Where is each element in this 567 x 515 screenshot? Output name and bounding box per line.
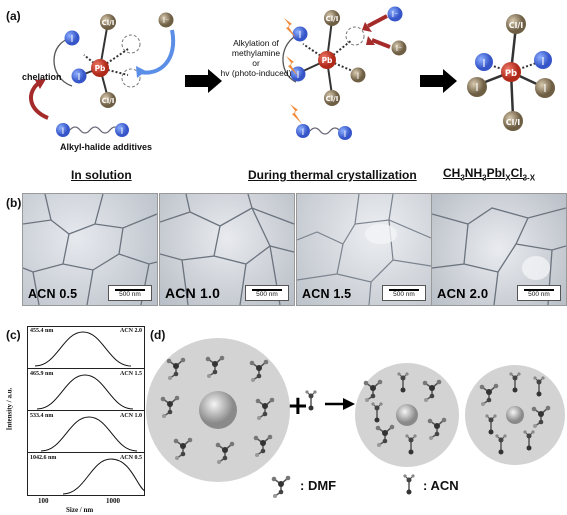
spectrum-row: 1042.6 nm ACN 0.5 (27, 452, 145, 495)
alkylation-line-4: hv (photo-induced) (220, 68, 292, 78)
arrow-right-icon (343, 398, 355, 410)
svg-text:Pb: Pb (322, 56, 333, 65)
grain-boundaries (297, 194, 431, 305)
svg-text:I: I (543, 82, 546, 95)
complex-3: Cl/I I I Pb I I Cl/I (467, 14, 555, 131)
peak-size: 533.4 nm (30, 413, 54, 419)
distribution-curve (40, 416, 138, 452)
acn-ratio: ACN 1.5 (120, 371, 142, 377)
alkylation-line-1: Alkylation of (233, 38, 279, 48)
svg-text:I: I (357, 72, 360, 82)
spectrum-row: 455.4 nm ACN 2.0 (27, 326, 145, 368)
sem-label: ACN 0.5 (28, 287, 78, 301)
svg-text:I: I (62, 127, 65, 137)
sem-image-2: ACN 1.0 500 nm (159, 193, 295, 306)
sem-image-4: ACN 2.0 500 nm (431, 193, 567, 306)
alkylation-line-2: methylamine (231, 48, 281, 58)
sem-label: ACN 1.5 (302, 287, 352, 301)
sem-image-1: ACN 0.5 500 nm (22, 193, 158, 306)
precursor-particle (396, 404, 418, 426)
complex-2: I Cl/I Pb I I Cl/I I⁻ I⁻ I I (282, 6, 407, 140)
svg-text:I: I (344, 130, 347, 140)
dmf-molecule-icon (270, 474, 292, 499)
svg-text:I⁻: I⁻ (163, 16, 170, 25)
distribution-curve (36, 374, 134, 410)
panel-b-label: (b) (6, 196, 22, 210)
additives-label: Alkyl-halide additives (60, 142, 153, 152)
acn-ratio: ACN 1.0 (120, 413, 142, 419)
scale-bar: 500 nm (382, 285, 426, 301)
svg-text:I: I (482, 57, 485, 70)
plus-sign: + (287, 391, 309, 421)
x-tick-1000: 1000 (106, 497, 120, 505)
spectrum-row: 465.9 nm ACN 1.5 (27, 368, 145, 411)
scale-bar: 500 nm (245, 285, 289, 301)
sem-image-3: ACN 1.5 500 nm (296, 193, 432, 306)
legend-acn: : ACN (423, 478, 459, 493)
svg-text:I: I (297, 70, 300, 81)
svg-text:Cl/I: Cl/I (506, 118, 521, 127)
svg-text:I⁻: I⁻ (392, 10, 399, 19)
svg-text:Pb: Pb (95, 64, 106, 73)
scale-bar: 500 nm (108, 285, 152, 301)
panel-d-label: (d) (150, 328, 166, 342)
svg-text:Cl/I: Cl/I (509, 21, 524, 30)
acn-molecule-icon (402, 473, 416, 496)
distribution-curve (34, 331, 132, 367)
header-in-solution: In solution (71, 168, 132, 182)
size-distribution-plot (27, 326, 145, 496)
svg-text:I: I (475, 81, 478, 94)
svg-text:I: I (299, 30, 302, 41)
svg-text:Cl/I: Cl/I (326, 15, 339, 23)
header-thermal: During thermal crystallization (248, 168, 417, 182)
svg-text:I: I (541, 55, 544, 68)
panel-a-label: (a) (6, 9, 21, 23)
grain-boundaries (432, 207, 566, 305)
scale-bar: 500 nm (517, 285, 561, 301)
precursor-particle (506, 406, 524, 424)
x-axis-label: Size / nm (66, 506, 94, 514)
panel-a-scheme: I Cl/I Pb I Cl/I I⁻ I I I Cl/I Pb I I Cl… (29, 6, 555, 140)
chelation-label: chelation (22, 72, 62, 82)
grain-boundaries (23, 194, 157, 305)
distribution-curve (62, 458, 145, 495)
svg-text:I: I (302, 128, 305, 138)
sem-label: ACN 1.0 (165, 285, 221, 301)
sem-label: ACN 2.0 (437, 286, 489, 301)
alkylation-line-3: or (252, 58, 260, 68)
svg-text:I: I (71, 34, 74, 45)
svg-text:Cl/I: Cl/I (102, 97, 115, 105)
legend-dmf: : DMF (300, 478, 337, 493)
peak-size: 455.4 nm (30, 328, 54, 334)
arrow-right-icon (420, 69, 457, 93)
svg-text:Pb: Pb (505, 69, 517, 79)
svg-text:I⁻: I⁻ (396, 44, 403, 53)
spectrum-row: 533.4 nm ACN 1.0 (27, 410, 145, 453)
complex-1: I Cl/I Pb I Cl/I I⁻ I I (29, 12, 176, 137)
svg-text:I: I (78, 72, 81, 83)
acn-ratio: ACN 2.0 (120, 328, 142, 334)
peak-size: 1042.6 nm (30, 455, 57, 461)
y-axis-label: Intensity / a.u. (5, 387, 14, 431)
header-formula: CH3NH3PbIXCl3-X (443, 166, 536, 183)
svg-text:I: I (121, 127, 124, 137)
precursor-particle (199, 391, 237, 429)
x-tick-100: 100 (38, 497, 49, 505)
acn-ratio: ACN 0.5 (120, 455, 142, 461)
panel-c-label: (c) (6, 328, 21, 342)
alkylation-label: Alkylation of methylamine or hv (photo-i… (216, 38, 296, 78)
peak-size: 465.9 nm (30, 371, 54, 377)
svg-text:Cl/I: Cl/I (102, 19, 115, 27)
arrow-right-icon (185, 69, 222, 93)
svg-text:Cl/I: Cl/I (326, 95, 339, 103)
grain-boundaries (160, 194, 294, 305)
panel-d-scheme: + (146, 338, 565, 499)
